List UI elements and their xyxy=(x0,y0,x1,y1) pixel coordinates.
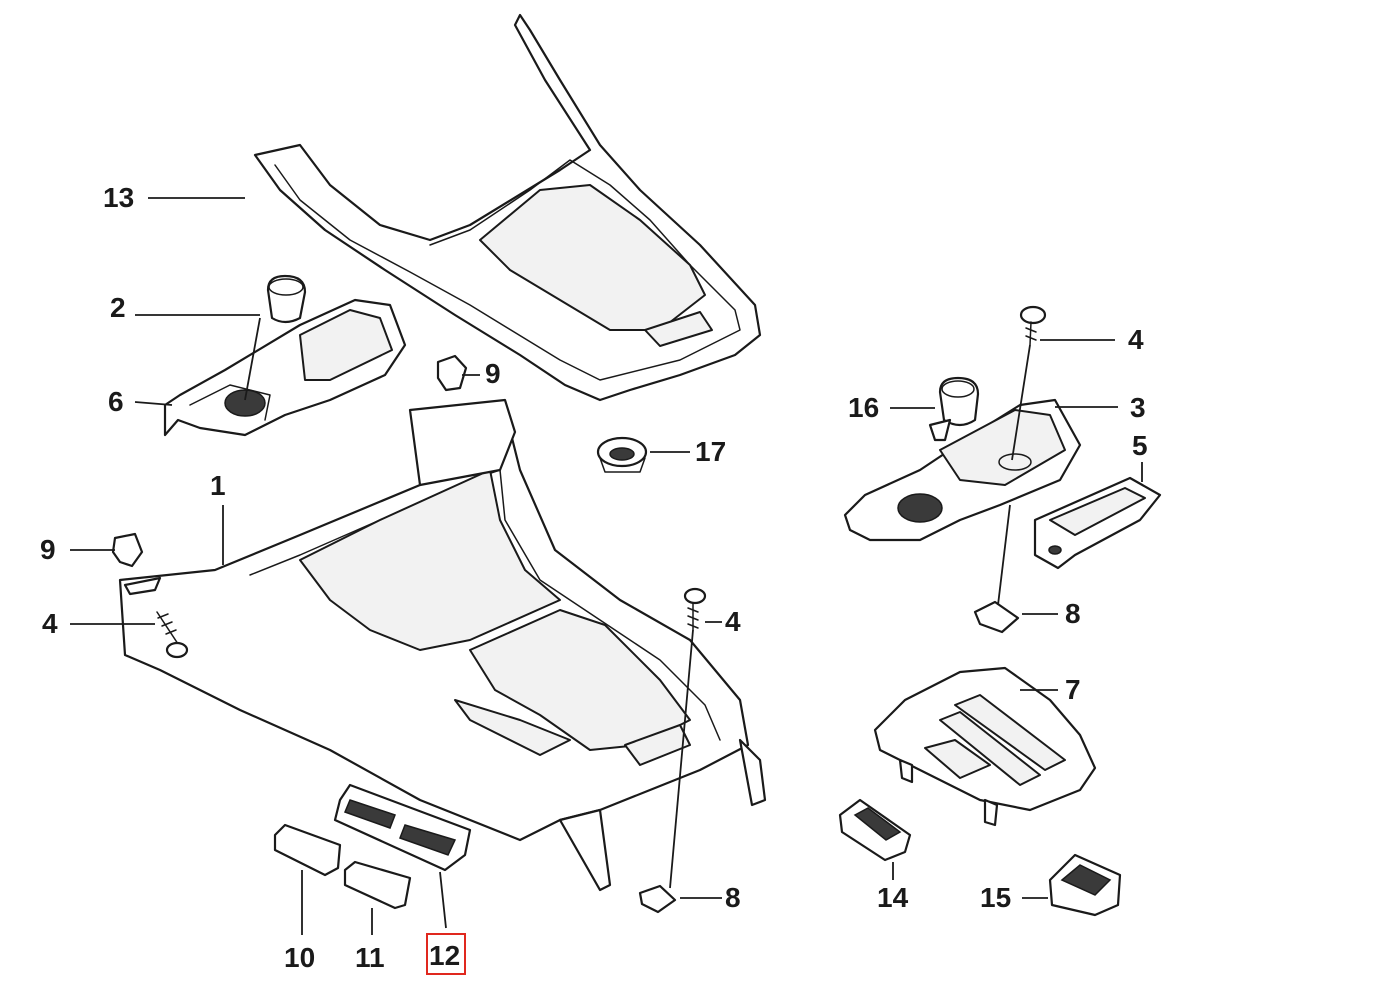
part-1-center-console[interactable] xyxy=(118,398,767,892)
label-part-4-left: 4 xyxy=(42,608,58,639)
part-8-nut-right[interactable] xyxy=(973,600,1020,634)
part-4-screw-right[interactable] xyxy=(1019,305,1047,346)
label-part-4-middle: 4 xyxy=(725,606,741,637)
part-6-tray-housing[interactable] xyxy=(163,298,407,437)
part-8-nut-lower[interactable] xyxy=(638,884,677,914)
label-part-15: 15 xyxy=(980,882,1012,913)
part-16-lighter[interactable] xyxy=(928,376,980,442)
part-2-plug[interactable] xyxy=(266,274,307,324)
label-part-8-right: 8 xyxy=(1065,598,1081,629)
label-part-5: 5 xyxy=(1132,430,1148,461)
label-part-7: 7 xyxy=(1065,674,1081,705)
part-13-trim-panel[interactable] xyxy=(253,13,762,402)
label-part-10: 10 xyxy=(284,942,316,973)
part-17-grommet[interactable] xyxy=(596,436,648,473)
part-5-drawer[interactable] xyxy=(1033,476,1162,570)
part-9-clip-top[interactable] xyxy=(436,354,468,392)
label-part-9-top: 9 xyxy=(485,358,501,389)
part-11-blank-cover[interactable] xyxy=(343,860,412,910)
label-part-3: 3 xyxy=(1130,392,1146,423)
label-part-12[interactable]: 12 xyxy=(429,940,461,971)
label-part-14: 14 xyxy=(877,882,909,913)
part-14-small-tray[interactable] xyxy=(838,798,912,862)
label-part-16: 16 xyxy=(848,392,880,423)
label-part-6: 6 xyxy=(108,386,124,417)
part-15-cup-insert[interactable] xyxy=(1048,853,1122,917)
part-4-screw-middle[interactable] xyxy=(683,587,707,631)
label-part-2: 2 xyxy=(110,292,126,323)
label-part-11: 11 xyxy=(355,942,385,973)
part-4-screw-left[interactable] xyxy=(156,611,189,659)
label-part-17: 17 xyxy=(695,436,727,467)
leader-lines xyxy=(70,197,1143,935)
part-7-shifter-bezel[interactable] xyxy=(873,666,1097,827)
part-10-blank-cover[interactable] xyxy=(273,823,342,877)
label-part-4-right: 4 xyxy=(1128,324,1144,355)
highlight-box-part-12 xyxy=(426,933,466,975)
label-part-13: 13 xyxy=(103,182,135,213)
label-part-1: 1 xyxy=(210,470,226,501)
part-9-clip-left[interactable] xyxy=(111,532,144,568)
label-part-8-lower: 8 xyxy=(725,882,741,913)
part-12-switch-frame[interactable] xyxy=(333,783,472,872)
part-3-tray-housing[interactable] xyxy=(843,398,1082,542)
label-part-9-left: 9 xyxy=(40,534,56,565)
